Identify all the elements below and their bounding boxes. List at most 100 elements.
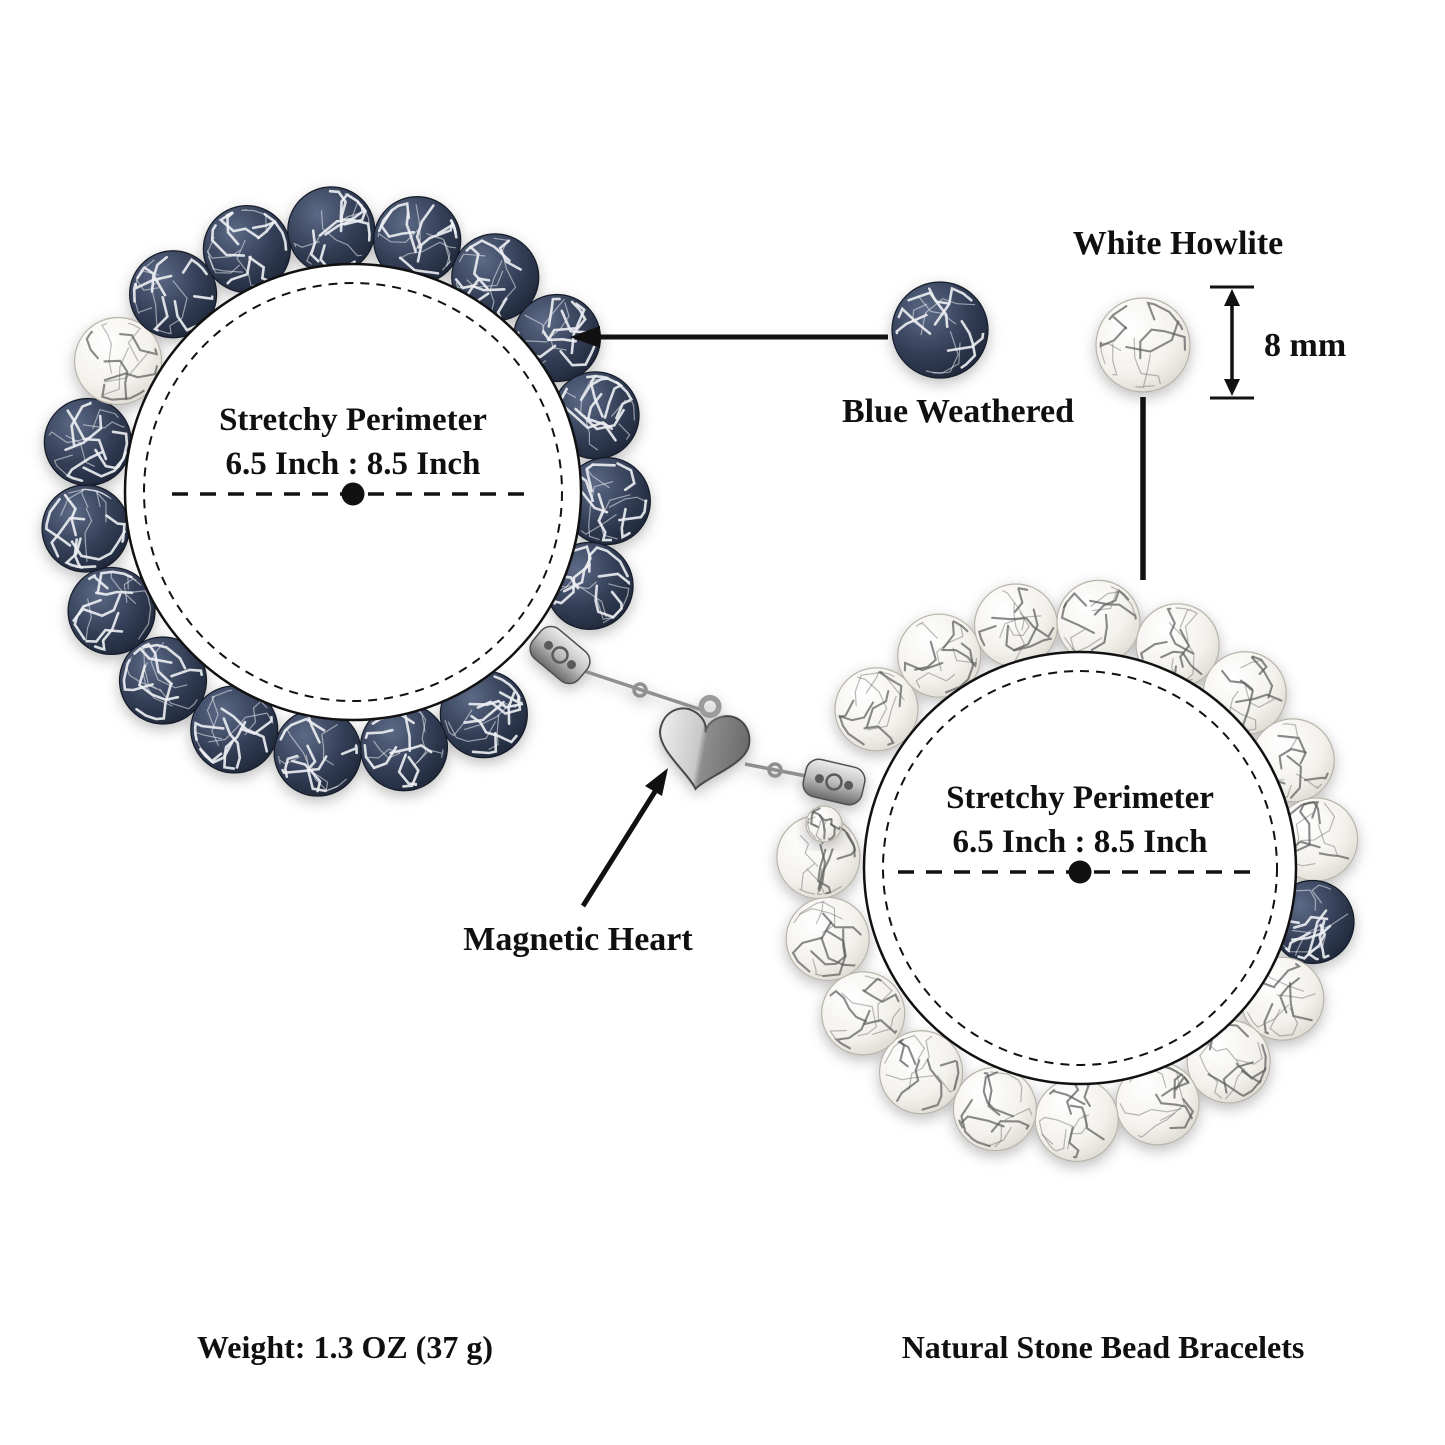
bead-vein — [871, 1007, 901, 1035]
bead-vein — [225, 211, 240, 246]
bead-vein — [958, 1115, 1005, 1129]
blue-bead-sample — [891, 281, 989, 379]
bead-vein — [85, 598, 93, 642]
bead-vein — [135, 682, 173, 721]
bead-vein — [820, 936, 857, 967]
magnetic-heart-clasp — [659, 694, 751, 791]
bead-vein — [946, 332, 985, 352]
bead-vein — [827, 822, 836, 841]
bead-vein — [82, 421, 125, 429]
bead-vein — [68, 488, 107, 523]
bead-vein — [397, 753, 418, 786]
bead-vein — [340, 744, 358, 756]
heart-shape — [659, 707, 751, 791]
bead-vein — [863, 1019, 898, 1035]
bead-vein — [915, 621, 938, 639]
bead-vein — [291, 759, 322, 793]
white-bead-sample — [1095, 297, 1191, 393]
bead-vein — [1184, 609, 1199, 642]
heart-seam — [704, 715, 724, 733]
bead-vein — [1089, 599, 1137, 620]
white-bead — [821, 971, 906, 1056]
bead-vein — [791, 921, 832, 973]
bead-vein — [293, 241, 320, 248]
bead-vein — [491, 699, 521, 713]
bead-vein — [960, 1099, 991, 1148]
bead-vein — [807, 816, 816, 839]
bead-vein — [936, 624, 964, 672]
bead-vein — [1108, 305, 1128, 330]
white-bead — [834, 667, 919, 752]
bead-vein — [244, 700, 268, 736]
bead-vein — [620, 507, 631, 540]
bead-vein — [437, 218, 458, 239]
bead-vein — [226, 255, 252, 285]
bead-vein — [1295, 773, 1323, 790]
bead-vein — [104, 351, 150, 383]
bead-vein — [977, 625, 997, 647]
bead-vein — [211, 689, 233, 746]
bracelet-blue-weathered — [41, 186, 651, 797]
bead-vein — [816, 867, 823, 895]
bead-vein — [585, 463, 610, 489]
bead-vein — [306, 233, 322, 265]
bead-vein — [135, 259, 160, 291]
bead-vein — [320, 210, 362, 257]
bead-vein — [103, 359, 129, 401]
bead-vein — [920, 298, 976, 336]
small-spacer-bead — [805, 805, 843, 843]
white-bead — [785, 896, 870, 982]
bead-vein — [586, 374, 604, 418]
bead-vein — [63, 493, 77, 537]
arrowhead — [570, 326, 600, 348]
bead-vein — [895, 313, 928, 335]
bead-vein — [311, 767, 347, 792]
bead-vein — [884, 1034, 926, 1064]
bead-vein — [1303, 772, 1329, 782]
bead-vein — [829, 1029, 847, 1039]
bead-vein — [281, 755, 328, 775]
bead-vein — [1311, 884, 1331, 904]
bead-vein — [903, 661, 944, 672]
bead-vein — [70, 530, 126, 561]
bead-vein — [570, 300, 587, 355]
bead-vein — [1012, 608, 1039, 652]
bead-vein — [1291, 924, 1332, 941]
bead-vein — [93, 611, 120, 652]
bead-vein — [66, 450, 104, 482]
bead-size-label: 8 mm — [1264, 327, 1346, 364]
bead-vein — [1005, 1107, 1033, 1121]
bead-vein — [103, 365, 158, 382]
bead-vein — [321, 724, 338, 766]
bead-vein — [576, 584, 607, 618]
bead-vein — [402, 756, 420, 788]
bead-vein — [1229, 706, 1257, 732]
bead-vein — [838, 699, 865, 746]
chain-link-ring — [767, 762, 783, 778]
bead-vein — [841, 992, 878, 1037]
bead-vein — [389, 743, 433, 755]
bead-vein — [414, 749, 444, 766]
bead-vein — [398, 256, 440, 275]
blue-weathered-label: Blue Weathered — [842, 393, 1074, 430]
bead-vein — [1133, 337, 1161, 385]
bead-vein — [173, 300, 198, 332]
bead-vein — [1307, 909, 1328, 961]
bead-vein — [990, 1120, 1030, 1133]
bead-vein — [854, 671, 905, 707]
bead-vein — [133, 297, 153, 314]
bead-vein — [398, 241, 457, 260]
bead-vein — [942, 619, 969, 650]
bead-vein — [377, 228, 419, 243]
bead-vein — [1041, 1129, 1067, 1152]
bead-vein — [999, 615, 1042, 639]
white-howlite-label: White Howlite — [1073, 225, 1284, 262]
white-bead — [897, 613, 982, 698]
bead-vein — [618, 499, 648, 522]
bead-vein — [799, 863, 815, 895]
bead-vein — [603, 381, 624, 419]
bead-vein — [1175, 607, 1192, 629]
bead-vein — [1168, 621, 1195, 683]
